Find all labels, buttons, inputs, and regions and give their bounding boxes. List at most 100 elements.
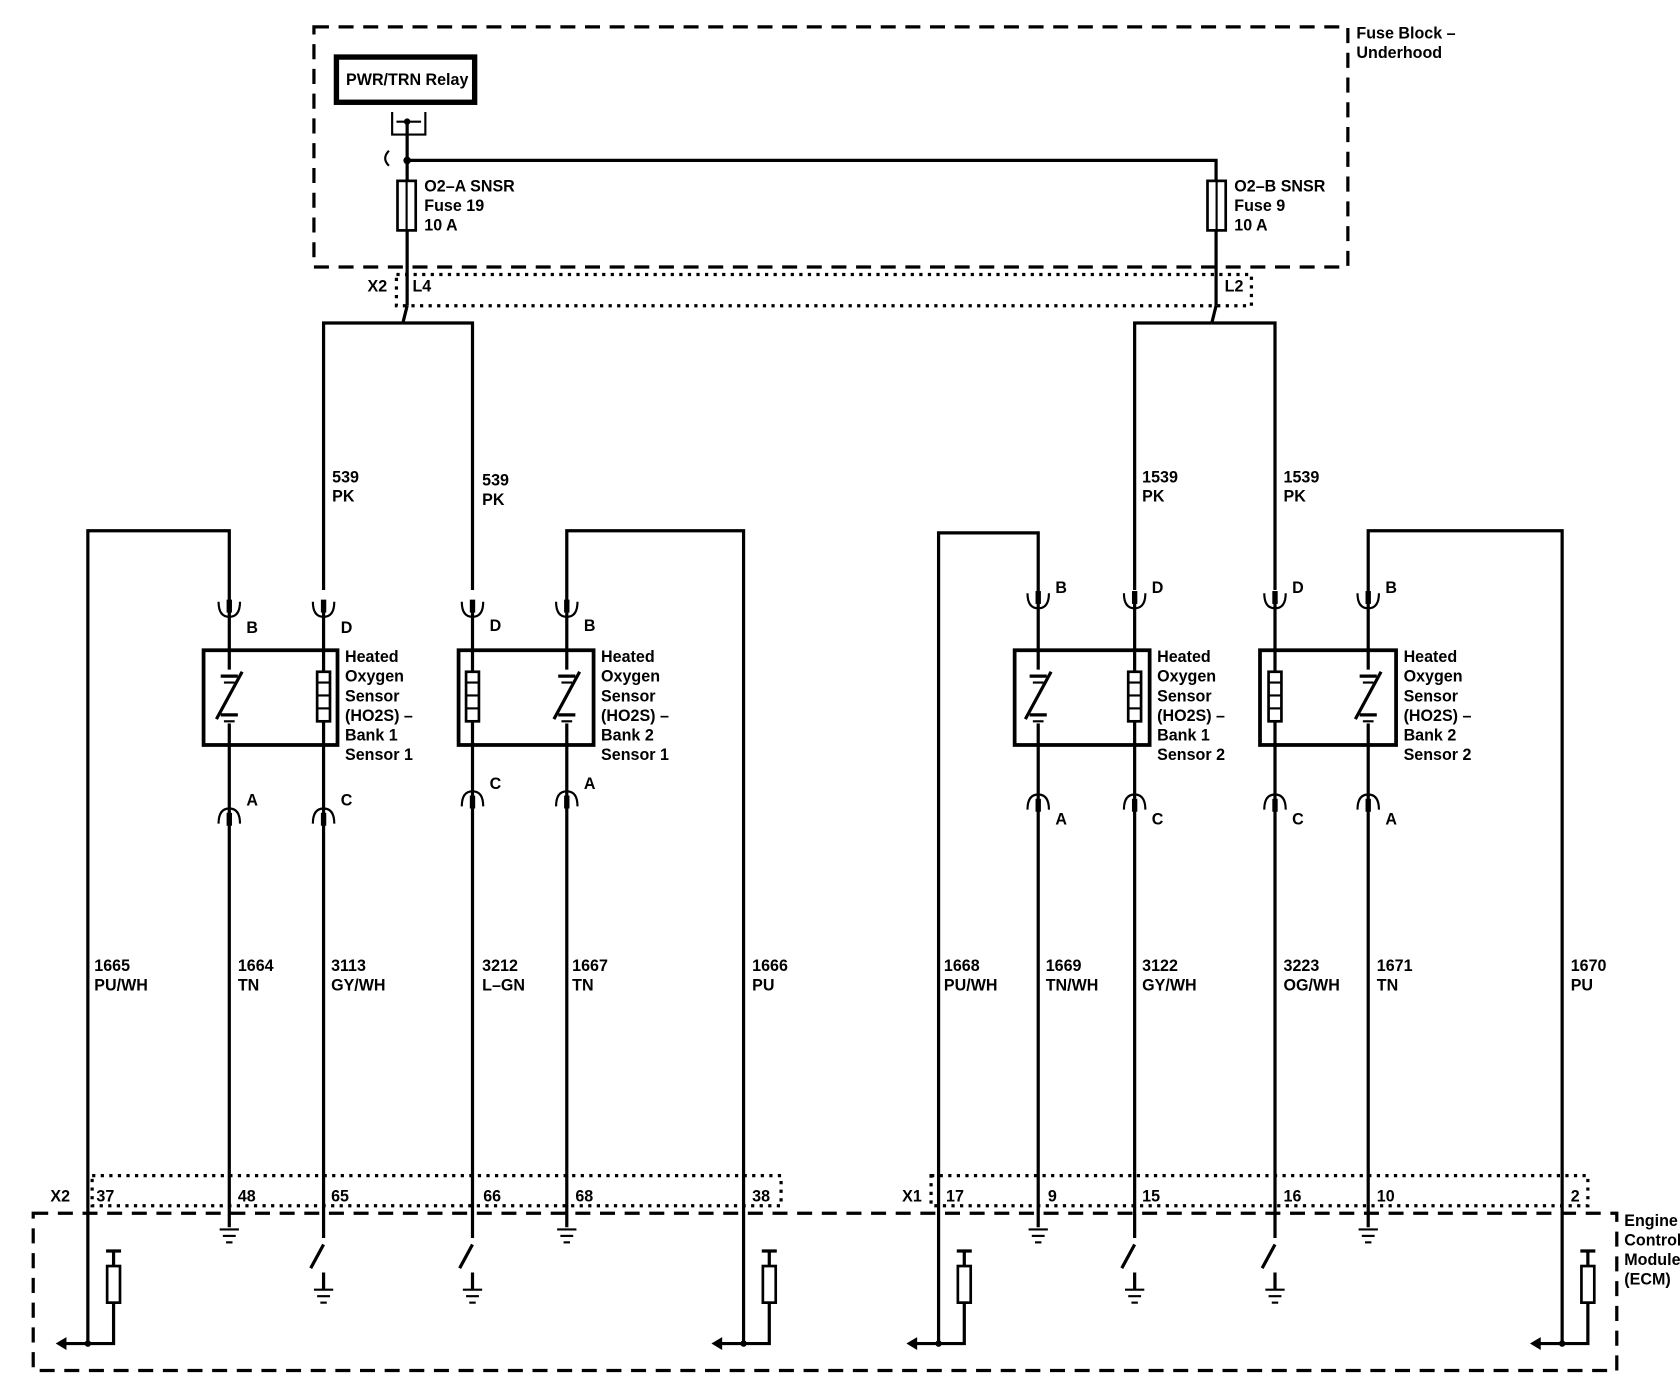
- pin-label-top-signal: B: [246, 619, 258, 637]
- ecm-pin-number: 2: [1571, 1187, 1580, 1205]
- load-lead: [743, 1302, 771, 1346]
- wire-circuit-number: 3212: [482, 957, 518, 975]
- wire-circuit-number: 1668: [944, 957, 980, 975]
- feed-wire-bank1-s1: [321, 321, 403, 590]
- feed-wire-bank1-s2: [1133, 321, 1212, 590]
- sensor-label-line: Heated: [1404, 648, 1458, 666]
- sensor-label-line: (HO2S) –: [1157, 707, 1225, 725]
- sensor-heater-top-connector-icon: [1263, 593, 1287, 610]
- feed-2-circuit: 539: [482, 471, 509, 489]
- pwr-trn-relay-box: [333, 54, 478, 105]
- fuse-block-title-line2: Underhood: [1356, 44, 1442, 62]
- switch-ground-icon: [458, 1243, 483, 1304]
- cell-variable-arrow: [1023, 671, 1053, 720]
- switch-blade: [309, 1243, 325, 1269]
- cell-variable-arrow: [552, 671, 582, 720]
- ecm-boundary: [31, 1211, 1619, 1373]
- sensor-signal-top-connector-icon: [217, 601, 242, 618]
- sensor-heater-bottom-connector-icon: [460, 790, 485, 807]
- sensor-signal-top-pin: [564, 599, 570, 613]
- wire-circuit-number: 1670: [1571, 957, 1607, 975]
- pull-up-resistor-icon: [906, 1249, 973, 1351]
- wire-circuit-number: 1671: [1377, 957, 1413, 975]
- sensor-label-line: Oxygen: [1157, 668, 1216, 686]
- feed-wires: 539 PK 539 PK 1539 PK 1539 PK: [321, 305, 1320, 590]
- load-lead: [1562, 1302, 1590, 1346]
- sensor-label-line: Bank 2: [601, 726, 654, 744]
- sensor-label-line: Sensor 1: [345, 746, 413, 764]
- ecm-pin-number: 17: [946, 1187, 964, 1205]
- supply-tick: [761, 1249, 777, 1267]
- sensor-label-line: Oxygen: [601, 668, 660, 686]
- heater-outline: [1126, 670, 1143, 723]
- sensor-label-line: Heated: [345, 648, 399, 666]
- sensor-label-line: (HO2S) –: [345, 707, 413, 725]
- connector-x2-label: X2: [368, 278, 388, 296]
- ecm-connector-x1-label: X1: [902, 1187, 922, 1205]
- fuse-a-number: Fuse 19: [424, 197, 484, 215]
- sensor-label-line: Sensor: [345, 687, 400, 705]
- wire-circuit-number: 1664: [238, 957, 274, 975]
- ground-icon: [557, 1228, 577, 1244]
- wire-circuit-number: 1669: [1046, 957, 1082, 975]
- wire-color-code: GY/WH: [1142, 976, 1196, 994]
- pin-label-top-heater: D: [1292, 579, 1304, 597]
- fuse-block: Fuse Block – Underhood PWR/TRN Relay O2–…: [312, 25, 1456, 308]
- ecm-pin-number: 9: [1048, 1187, 1057, 1205]
- ground-icon: [1028, 1228, 1048, 1244]
- sensor-heater-bottom-connector-icon: [311, 807, 336, 824]
- ecm-x2-connector: [90, 1173, 783, 1208]
- sensor-label-line: (HO2S) –: [1404, 707, 1472, 725]
- sensor-label-line: Bank 1: [1157, 726, 1210, 744]
- wire-run: [936, 531, 1040, 1344]
- wire-circuit-number: 3122: [1142, 957, 1178, 975]
- sensor-signal-bottom-connector-icon: [217, 807, 242, 824]
- relay-wire-break: [384, 149, 390, 167]
- ground-icon: [1358, 1228, 1378, 1244]
- fuse-a-rating: 10 A: [424, 216, 458, 234]
- sensor-label-line: Heated: [1157, 648, 1211, 666]
- pin-label-bottom-signal: A: [1385, 811, 1397, 829]
- sensing-cell-icon: [1353, 669, 1383, 724]
- feed-wire-bank2-s2: [1211, 321, 1277, 590]
- feed-split-b: [1210, 305, 1218, 324]
- fuse-a-name: O2–A SNSR: [424, 178, 515, 196]
- wire-circuit-number: 1665: [94, 957, 130, 975]
- switch-blade: [1260, 1243, 1277, 1269]
- wire-circuit-number: 3113: [331, 957, 366, 975]
- resistor-body: [105, 1264, 122, 1304]
- feed-3-circuit: 1539: [1142, 468, 1178, 486]
- fuse-b-name: O2–B SNSR: [1234, 178, 1325, 196]
- fuse-block-title-line1: Fuse Block –: [1356, 25, 1455, 43]
- sensor-label-line: (HO2S) –: [601, 707, 669, 725]
- resistor-body: [1580, 1264, 1596, 1304]
- feed-1-circuit: 539: [332, 468, 359, 486]
- sensor-label-line: Oxygen: [1404, 668, 1463, 686]
- pin-label-top-heater: D: [341, 619, 353, 637]
- sensor-label-line: Sensor: [1404, 687, 1459, 705]
- wire-circuit-number: 3223: [1284, 957, 1320, 975]
- sensor-label-line: Oxygen: [345, 668, 404, 686]
- pin-label-top-heater: D: [490, 617, 502, 635]
- feed-4-color: PK: [1284, 488, 1307, 506]
- ecm-title-line1: Engine: [1624, 1212, 1678, 1230]
- sensor-signal-top-pin: [226, 599, 232, 613]
- switch-ground-icon: [1120, 1243, 1145, 1304]
- sensor-signal-bottom-connector-icon: [1026, 793, 1050, 810]
- feed-2-color: PK: [482, 491, 505, 509]
- heater-element-icon: [464, 670, 481, 723]
- feed-4-circuit: 1539: [1284, 468, 1320, 486]
- supply-tick: [1580, 1249, 1596, 1267]
- wire-run: [86, 529, 231, 1344]
- heater-outline: [464, 670, 481, 723]
- sensor-label-line: Heated: [601, 648, 655, 666]
